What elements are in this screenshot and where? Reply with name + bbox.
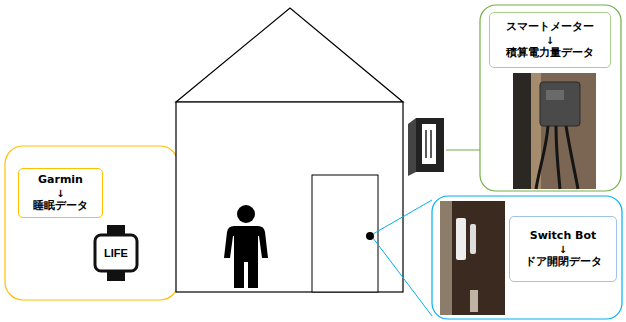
person-head — [237, 205, 255, 223]
node-text: ドア開閉データ — [525, 255, 602, 270]
node-text: Garmin — [38, 173, 83, 188]
node-text: 睡眠データ — [33, 199, 88, 214]
callout-frame — [480, 5, 621, 191]
photo-meter — [540, 82, 580, 126]
node-text: ↓ — [546, 35, 554, 46]
callout-frame — [432, 196, 622, 319]
meter-body — [416, 118, 444, 172]
callout-box: Garmin↓睡眠データ — [18, 168, 103, 218]
watch-label: LIFE — [96, 236, 136, 270]
person-icon — [224, 205, 268, 288]
house-roof — [176, 8, 403, 102]
leader-line — [446, 149, 480, 150]
photo-ground — [440, 201, 505, 315]
callout-box: スマートメーター↓積算電力量データ — [489, 12, 611, 68]
watch-icon — [95, 225, 137, 281]
meter-icon — [408, 118, 444, 176]
photo-frame — [440, 201, 452, 315]
leader-line — [373, 238, 432, 316]
door-photo — [440, 201, 505, 315]
node-text: スマートメーター — [506, 20, 594, 35]
meter-mark — [425, 130, 427, 158]
meter-side — [408, 118, 416, 176]
house-wall — [176, 102, 403, 292]
person-body — [224, 226, 268, 288]
photo-magnet — [470, 224, 476, 254]
leader-line — [373, 200, 432, 234]
photo-wires — [536, 126, 578, 189]
node-text: ↓ — [559, 244, 567, 255]
node-text: 積算電力量データ — [506, 46, 594, 61]
meter-mark — [430, 130, 432, 158]
meter-face — [422, 124, 436, 164]
callout-box: Switch Bot↓ドア開閉データ — [509, 216, 617, 282]
photo-shadow — [513, 73, 531, 189]
photo-hinge — [470, 290, 478, 312]
node-text: Switch Bot — [530, 229, 597, 244]
photo-ground — [513, 73, 596, 189]
door-sensor-dot — [366, 232, 374, 240]
watch-face — [95, 235, 137, 271]
photo-meter-window — [546, 90, 564, 100]
photo-sensor — [456, 218, 466, 260]
meter-photo — [513, 73, 596, 189]
callout-frame — [5, 146, 178, 300]
node-text: ↓ — [56, 188, 64, 199]
door — [312, 175, 378, 292]
